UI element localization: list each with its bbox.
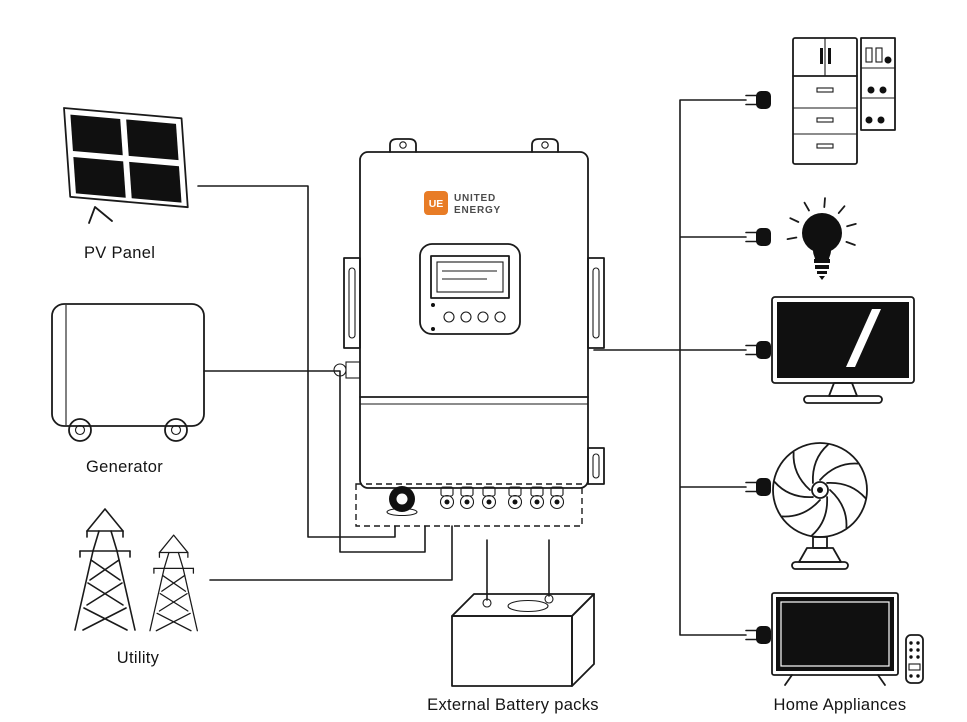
battery-terminal [482, 598, 492, 608]
utility-label: Utility [117, 649, 160, 667]
transmission-tower-icon [74, 508, 136, 631]
brand-line1: UNITED [454, 193, 496, 204]
plug-icon [745, 227, 772, 247]
fan-blades [773, 443, 867, 537]
generator-wheel [164, 418, 188, 442]
screen-glint [846, 309, 881, 367]
display-led [431, 303, 435, 307]
plug-icon [745, 625, 772, 645]
generator-to-inverter-line [203, 370, 426, 553]
fridge-open-door [860, 37, 896, 131]
tv-icon [771, 592, 924, 686]
pv-panel-illustration [63, 107, 189, 224]
light-bulb-icon [786, 197, 857, 280]
battery-illustration [451, 593, 595, 687]
pv-to-inverter-line [197, 185, 396, 538]
plug-icon [745, 90, 772, 110]
appliances-label: Home Appliances [774, 696, 907, 714]
connection-lines [197, 90, 772, 645]
generator-illustration [51, 303, 205, 442]
inverter-logo: UE UNITED ENERGY [424, 191, 501, 216]
utility-to-inverter-line [209, 525, 453, 581]
generator-wheel [68, 418, 92, 442]
battery-label: External Battery packs [427, 696, 599, 714]
inverter-bottom-connectors [355, 483, 583, 527]
remote-icon [905, 634, 924, 684]
light-rays [786, 197, 857, 246]
brand-line2: ENERGY [454, 205, 501, 216]
display-button [494, 311, 506, 323]
refrigerator-icon [792, 37, 896, 165]
appliance-bus-line [679, 99, 747, 636]
plug-icon [745, 340, 772, 360]
inverter-display [419, 243, 521, 335]
battery-terminal [544, 594, 554, 604]
display-button [460, 311, 472, 323]
brand-abbr: UE [429, 198, 444, 210]
generator-label: Generator [86, 458, 163, 476]
display-button [477, 311, 489, 323]
inverter-to-battery-lines [486, 539, 550, 601]
utility-towers-illustration [74, 508, 198, 632]
display-led [431, 327, 435, 331]
monitor-icon [771, 296, 915, 404]
inverter-illustration: UE UNITED ENERGY [333, 138, 605, 527]
fan-icon [772, 442, 868, 570]
display-screen [430, 255, 510, 299]
wiring-zone-dashed-box [355, 483, 583, 527]
brand-logo-icon [424, 191, 448, 215]
display-button [443, 311, 455, 323]
pv-panel-stand [88, 206, 113, 224]
pv-panel-label: PV Panel [84, 244, 155, 262]
transmission-tower-icon [149, 534, 198, 632]
plug-icons [745, 90, 772, 645]
plug-icon [745, 477, 772, 497]
